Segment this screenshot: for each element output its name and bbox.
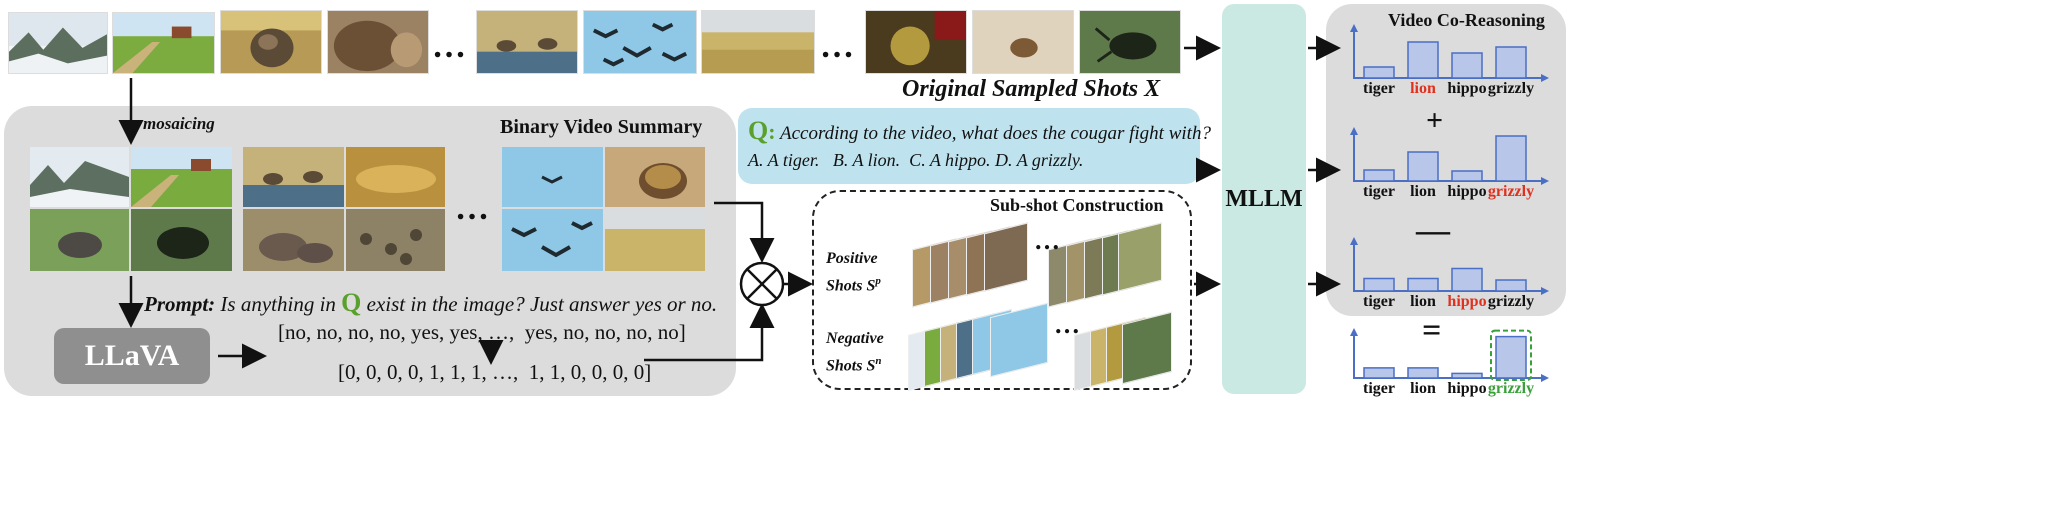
tick-label-lion: lion (1410, 183, 1436, 200)
top-dots-2: … (820, 28, 856, 65)
negative-label-line2: Shots S (826, 357, 876, 375)
tick-label-hippo: hippo (1447, 293, 1487, 310)
shot-image-snow-forest (8, 12, 108, 74)
question-box (738, 108, 1200, 184)
tick-label-tiger: tiger (1363, 183, 1395, 200)
question-options: A. A tiger. B. A lion. C. A hippo. D. A … (748, 150, 1084, 170)
bar-hippo (1451, 52, 1483, 79)
bar-grizzly (1495, 335, 1527, 379)
bar-lion (1407, 41, 1439, 79)
answers-list: [no, no, no, no, yes, yes, …, yes, no, n… (278, 320, 686, 344)
tick-label-grizzly: grizzly (1487, 380, 1535, 397)
chart-axis-arrowhead (1350, 127, 1358, 135)
positive-shots-label: Positive Shots Sp (826, 248, 881, 297)
tick-label-tiger: tiger (1363, 293, 1395, 310)
shot-image-cougar-1 (220, 10, 322, 74)
tick-label-tiger: tiger (1363, 80, 1395, 97)
chart-axis-arrowhead (1350, 328, 1358, 336)
tick-label-hippo: hippo (1447, 80, 1487, 97)
shot-image-birds-sky (583, 10, 697, 74)
positive-label-line2: Shots S (826, 277, 876, 295)
shot-image-grizzly-1 (327, 10, 429, 74)
op-plus: + (1426, 104, 1444, 137)
chart-axis-arrowhead (1541, 287, 1549, 295)
chart-axis-arrowhead (1350, 24, 1358, 32)
bar-tiger (1363, 66, 1395, 79)
negative-dots: … (1054, 310, 1082, 339)
llava-label: LLaVA (84, 339, 180, 372)
prompt-text: Prompt: Is anything in Q exist in the im… (144, 288, 717, 318)
positive-dots: … (1034, 226, 1062, 255)
shot-image-waterhole (476, 10, 578, 74)
mosaicing-label: mosaicing (143, 114, 215, 133)
bar-grizzly (1495, 46, 1527, 79)
shot-image-macro-insect (865, 10, 967, 74)
tick-label-lion: lion (1410, 293, 1436, 310)
bar-chart-1 (1350, 24, 1549, 82)
tick-label-grizzly: grizzly (1487, 80, 1535, 97)
shot-image-beetle (1079, 10, 1181, 74)
op-equals: = (1422, 312, 1442, 349)
bar-hippo (1451, 267, 1483, 292)
tick-label-grizzly: grizzly (1487, 293, 1535, 310)
bar-grizzly (1495, 279, 1527, 292)
llava-box: LLaVA (54, 328, 210, 384)
chart-axis-arrowhead (1541, 374, 1549, 382)
tick-label-hippo: hippo (1447, 380, 1487, 397)
bar-lion (1407, 277, 1439, 292)
prompt-prefix: Prompt: (144, 292, 216, 316)
chart-axis-arrowhead (1541, 74, 1549, 82)
multiply-operator-icon (739, 261, 785, 307)
prompt-q-symbol: Q (341, 288, 362, 317)
binary-summary-dots: … (455, 190, 491, 227)
tick-label-lion: lion (1410, 380, 1436, 397)
shot-image-savanna (701, 10, 815, 74)
binary-summary-title: Binary Video Summary (500, 116, 703, 138)
question-q-symbol: Q (748, 116, 769, 145)
bar-hippo (1451, 170, 1483, 182)
subshot-panel (812, 190, 1192, 390)
bar-grizzly (1495, 135, 1527, 182)
tick-label-grizzly: grizzly (1487, 183, 1535, 200)
tick-label-tiger: tiger (1363, 380, 1395, 397)
shot-image-hermit-crab (972, 10, 1074, 74)
top-dots-1: … (432, 28, 468, 65)
chart-axis-arrowhead (1541, 177, 1549, 185)
co-reasoning-title: Video Co-Reasoning (1388, 10, 1545, 30)
bar-tiger (1363, 277, 1395, 292)
original-shots-label: Original Sampled Shots X (902, 76, 1161, 102)
bar-chart-2 (1350, 127, 1549, 185)
negative-shots-label: Negative Shots Sn (826, 328, 884, 377)
chart-axis-arrowhead (1350, 237, 1358, 245)
bar-lion (1407, 151, 1439, 182)
mllm-label: MLLM (1225, 185, 1303, 212)
question-text: According to the video, what does the co… (779, 123, 1211, 144)
bar-chart-4 (1350, 328, 1549, 382)
negative-label-line1: Negative (826, 330, 884, 347)
question-colon: : (768, 119, 776, 144)
bar-hippo (1451, 372, 1483, 379)
shot-image-farm-field (112, 12, 215, 74)
prompt-text-after: exist in the image? Just answer yes or n… (366, 292, 718, 316)
bar-tiger (1363, 169, 1395, 182)
prompt-text-before: Is anything in (220, 292, 336, 316)
tick-label-hippo: hippo (1447, 183, 1487, 200)
bar-tiger (1363, 367, 1395, 379)
negative-label-sup: n (875, 355, 882, 367)
binary-list: [0, 0, 0, 0, 1, 1, 1, …, 1, 1, 0, 0, 0, … (338, 360, 652, 384)
mllm-box: MLLM (1222, 4, 1306, 394)
op-minus: — (1416, 212, 1450, 249)
positive-label-sup: p (875, 275, 881, 287)
highlight-box (1490, 329, 1532, 382)
question-line: Q: According to the video, what does the… (748, 116, 1211, 146)
positive-label-line1: Positive (826, 250, 878, 267)
bar-chart-3 (1350, 237, 1549, 295)
bar-lion (1407, 367, 1439, 379)
subshot-title: Sub-shot Construction (990, 195, 1164, 215)
tick-label-lion: lion (1410, 80, 1436, 97)
